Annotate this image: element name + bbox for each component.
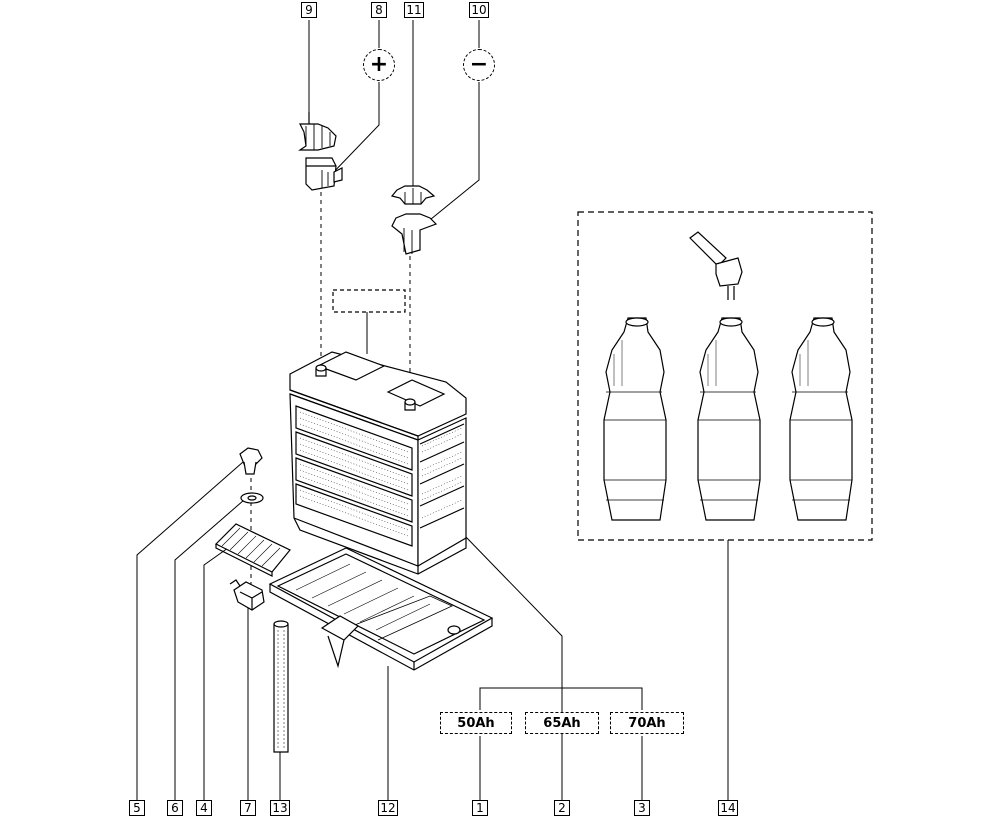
callout-14: 14 [718,800,738,816]
callout-12: 12 [378,800,398,816]
electrolyte-bottle-1 [603,317,667,521]
electrolyte-bottle-2 [697,317,761,521]
capacity-65ah: 65Ah [525,712,599,734]
battery-tray [268,547,494,671]
washer [240,492,264,504]
callout-10: 10 [469,2,489,18]
callout-2: 2 [554,800,570,816]
capacity-50ah: 50Ah [440,712,512,734]
callout-3: 3 [634,800,650,816]
drain-tube [273,620,289,753]
battery-label-box [332,289,406,313]
callout-9: 9 [301,2,317,18]
negative-terminal-cover [390,185,436,205]
callout-6: 6 [167,800,183,816]
callout-13: 13 [270,800,290,816]
battery [289,351,467,575]
hold-down-bolt [239,447,263,475]
callout-7: 7 [240,800,256,816]
electrolyte-bottle-3 [789,317,853,521]
positive-terminal-cover [298,112,337,151]
negative-symbol: − [463,49,495,81]
positive-terminal-clamp [305,157,343,191]
filler-nozzle [689,231,743,300]
callout-5: 5 [129,800,145,816]
negative-terminal-clamp [391,213,438,255]
capacity-70ah: 70Ah [610,712,684,734]
callout-11: 11 [404,2,424,18]
callout-4: 4 [196,800,212,816]
clamp-plate [214,523,291,577]
positive-symbol: + [363,49,395,81]
accessory-box [577,211,873,541]
callout-1: 1 [472,800,488,816]
leader-lines [136,20,729,800]
callout-8: 8 [371,2,387,18]
clamp-block [229,579,265,611]
